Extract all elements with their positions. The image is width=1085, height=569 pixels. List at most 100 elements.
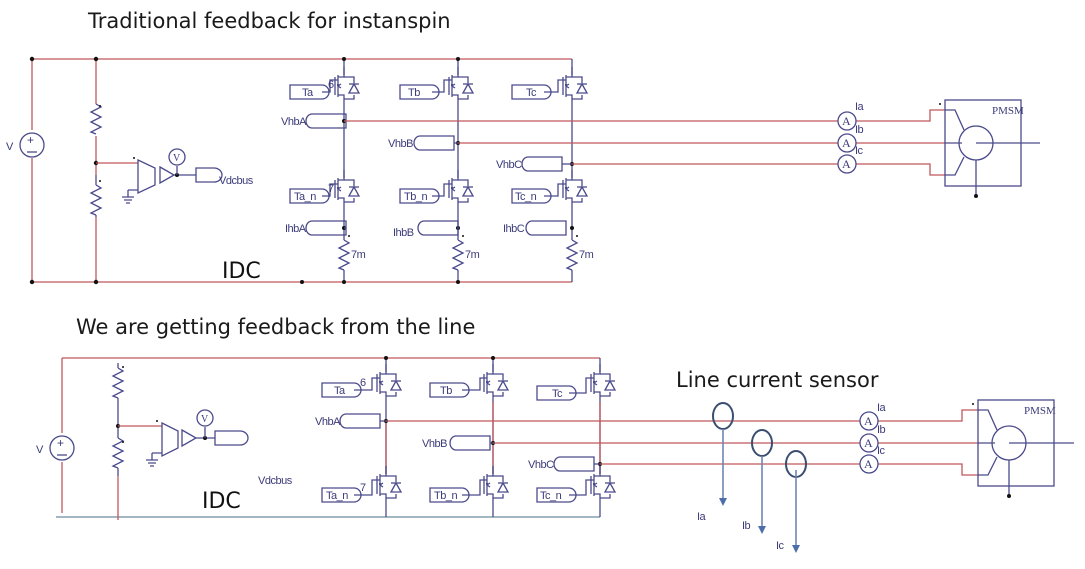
svg-text:Tb_n: Tb_n: [404, 191, 427, 203]
bottom-ammeter-c: A Ic: [859, 445, 886, 474]
top-probe-vhbc: VhbC: [496, 156, 572, 172]
line-current-sensor-title: Line current sensor: [676, 368, 879, 392]
top-source-label: V: [6, 141, 14, 153]
top-probe-vhbb: VhbB: [388, 135, 458, 151]
svg-text:A: A: [842, 136, 851, 150]
line-current-sensor-c: Ic: [776, 450, 807, 553]
top-shunt-c-label: 7m: [579, 249, 594, 261]
bottom-voltmeter-symbol: V: [201, 414, 209, 425]
svg-text:VhbB: VhbB: [388, 138, 413, 150]
top-probe-ihba: IhbA: [285, 220, 347, 236]
bottom-inverter-leg-c: [590, 358, 616, 517]
bottom-probe-vhbb: VhbB: [422, 435, 493, 451]
svg-text:Tc_n: Tc_n: [515, 191, 537, 203]
bottom-gate-tb-n: Tb_n: [429, 479, 487, 503]
top-voltmeter-symbol: V: [173, 153, 181, 164]
svg-text:Ta: Ta: [334, 385, 346, 397]
bottom-source-label: V: [36, 444, 44, 456]
svg-text:Tc: Tc: [552, 388, 563, 400]
bottom-inverter-leg-b: [483, 356, 509, 517]
top-pmsm-motor: PMSM: [939, 99, 1040, 198]
sensor-output-ic: Ic: [776, 540, 785, 552]
sensor-output-ib: Ib: [742, 520, 751, 532]
svg-text:VhbA: VhbA: [281, 116, 307, 128]
line-current-sensor-a: Ia: [697, 402, 734, 523]
top-probe-ihbb: IhbB: [393, 220, 459, 239]
top-ammeter-c: A Ic: [837, 145, 864, 174]
bottom-probe-vhbc: VhbC: [528, 456, 600, 472]
svg-text:A: A: [842, 157, 851, 171]
svg-text:VhbA: VhbA: [315, 416, 341, 428]
top-probe-ihbc: IhbC: [503, 220, 567, 236]
top-ammeter-b: A Ib: [837, 124, 864, 153]
svg-text:PMSM: PMSM: [992, 105, 1024, 117]
top-idc-label: IDC: [222, 259, 261, 284]
top-ammeter-a: A Ia: [837, 101, 865, 131]
svg-text:VhbC: VhbC: [528, 459, 554, 471]
bottom-divider-resistor-lower: [112, 437, 124, 469]
bottom-pmsm-motor: PMSM: [972, 399, 1074, 498]
top-phase-c-line: [572, 163, 945, 176]
svg-text:VhbB: VhbB: [422, 438, 447, 450]
svg-text:PMSM: PMSM: [1024, 405, 1056, 417]
top-vdcbus-label: Vdcbus: [219, 175, 254, 187]
svg-text:Tb: Tb: [440, 385, 452, 397]
svg-text:+: +: [57, 436, 64, 450]
svg-text:Ic: Ic: [855, 145, 864, 157]
bottom-gate-tb: Tb: [429, 377, 487, 398]
svg-text:+: +: [27, 133, 34, 147]
line-current-sensor-b: Ib: [742, 429, 773, 534]
svg-text:Ib: Ib: [877, 424, 886, 436]
svg-text:IhbB: IhbB: [393, 227, 414, 239]
top-title: Traditional feedback for instanspin: [87, 9, 451, 33]
bottom-gate-tc-n: Tc_n: [536, 479, 594, 503]
bottom-probe-vhba: VhbA: [315, 413, 386, 429]
top-gate-ta: Ta 6: [289, 79, 338, 100]
svg-text:A: A: [864, 414, 873, 428]
svg-text:Tb: Tb: [408, 87, 420, 99]
bottom-gate-ta-n: Ta_n 7: [321, 479, 380, 503]
top-gate-ta-n: Ta_n 7: [289, 183, 338, 204]
svg-text:Ic: Ic: [877, 445, 886, 457]
svg-text:Ia: Ia: [855, 101, 865, 113]
top-gate-tc: Tc: [511, 79, 566, 100]
top-divider-resistor-upper: [90, 103, 102, 135]
bottom-diagram: We are getting feedback from the line Li…: [36, 315, 1074, 553]
top-phase-a-line: [344, 109, 945, 122]
top-gate-tc-n: Tc_n: [511, 183, 566, 204]
bottom-gate-ta: Ta 6: [321, 377, 380, 398]
top-shunt-a-label: 7m: [351, 249, 366, 261]
svg-text:Ta_n: Ta_n: [326, 490, 348, 502]
svg-text:7: 7: [360, 482, 366, 494]
bottom-idc-label: IDC: [202, 489, 241, 514]
svg-text:VhbC: VhbC: [496, 159, 522, 171]
svg-text:Ta: Ta: [302, 87, 314, 99]
svg-text:IhbC: IhbC: [503, 223, 525, 235]
bottom-divider-resistor-upper: [112, 367, 124, 399]
svg-text:7: 7: [328, 183, 334, 195]
top-inverter-leg-a: [334, 57, 360, 284]
sensor-output-ia: Ia: [697, 511, 707, 523]
top-divider-resistor-lower: [90, 184, 102, 216]
top-gate-tb-n: Tb_n: [399, 183, 452, 204]
top-voltage-sensor-amp: V: [96, 148, 223, 204]
top-inverter-leg-b: [448, 57, 474, 284]
svg-text:Tc: Tc: [526, 87, 537, 99]
bottom-title: We are getting feedback from the line: [76, 315, 475, 339]
svg-text:Tc_n: Tc_n: [540, 490, 562, 502]
svg-text:Ib: Ib: [855, 124, 864, 136]
svg-text:A: A: [864, 457, 873, 471]
bottom-dc-source: +: [49, 435, 75, 461]
top-shunt-b-label: 7m: [465, 249, 480, 261]
svg-text:Tb_n: Tb_n: [434, 490, 457, 502]
top-probe-vhba: VhbA: [281, 113, 347, 129]
bottom-vdcbus-label: Vdcbus: [258, 475, 293, 487]
svg-text:A: A: [864, 436, 873, 450]
svg-text:6: 6: [360, 377, 366, 389]
bottom-phase-c-line: [600, 463, 978, 476]
bottom-phase-a-line: [386, 409, 978, 422]
svg-text:Ta_n: Ta_n: [294, 191, 316, 203]
bottom-ammeter-b: A Ib: [859, 424, 886, 453]
svg-text:Ia: Ia: [877, 402, 887, 414]
bottom-gate-tc: Tc: [536, 377, 594, 401]
